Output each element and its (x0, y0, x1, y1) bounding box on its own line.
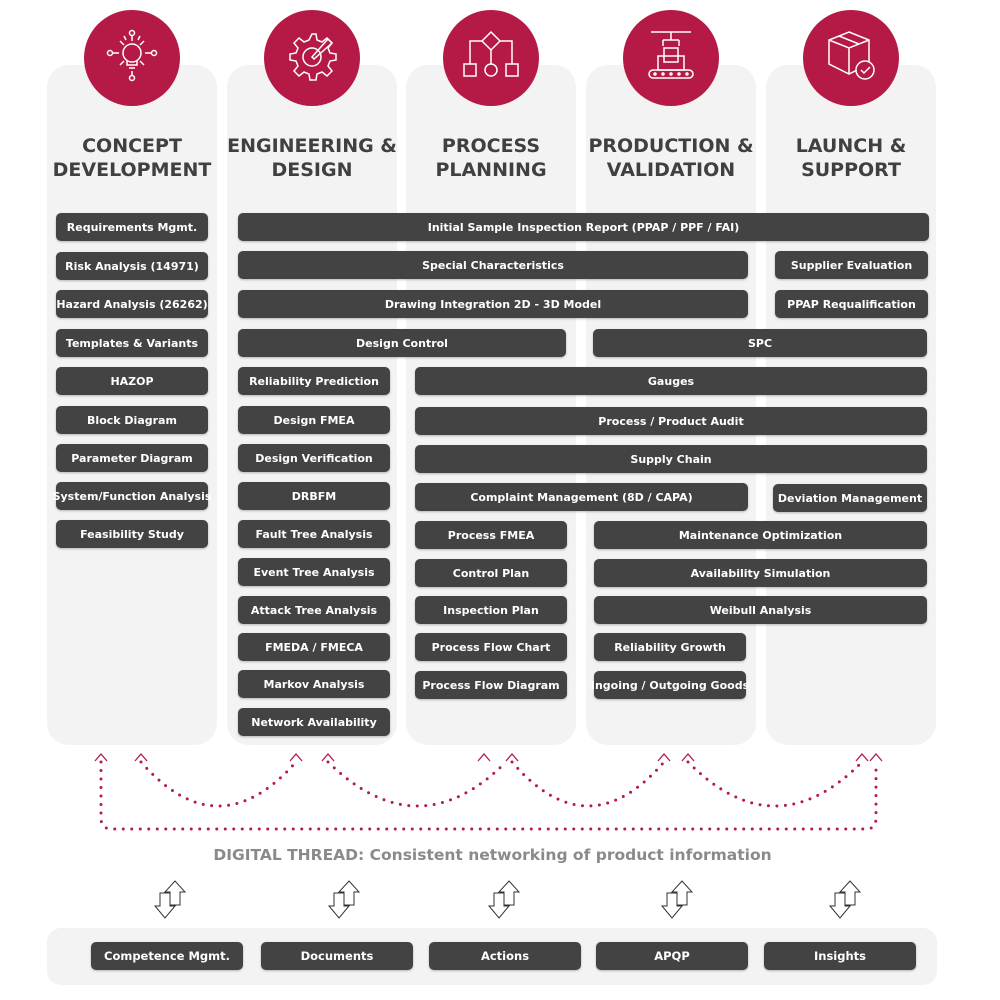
phase-panel (586, 65, 756, 745)
sync-arrows-icon (327, 880, 361, 919)
method-box[interactable]: FMEDA / FMECA (238, 633, 390, 661)
arrow-head-icon (134, 753, 148, 762)
method-box[interactable]: Inspection Plan (415, 596, 567, 624)
phase-title-line: LAUNCH & (795, 135, 907, 157)
method-box[interactable]: Complaint Management (8D / CAPA) (415, 483, 748, 511)
arrow-head-icon (477, 753, 491, 762)
method-box[interactable]: Reliability Growth (594, 633, 746, 661)
method-box[interactable]: Supplier Evaluation (775, 251, 928, 279)
phase-title: ENGINEERING &DESIGN (217, 134, 407, 182)
method-box[interactable]: Network Availability (238, 708, 390, 736)
phase-title-line: PLANNING (435, 159, 547, 181)
method-box[interactable]: Templates & Variants (56, 329, 208, 357)
method-box[interactable]: Risk Analysis (14971) (56, 252, 208, 280)
phase-title-line: ENGINEERING & (227, 135, 397, 157)
method-box[interactable]: Drawing Integration 2D - 3D Model (238, 290, 748, 318)
method-box[interactable]: Design Verification (238, 444, 390, 472)
phase-panel (227, 65, 397, 745)
box-check-icon (821, 26, 881, 90)
method-box[interactable]: Gauges (415, 367, 927, 395)
method-box[interactable]: Deviation Management (773, 484, 927, 512)
method-box[interactable]: Requirements Mgmt. (56, 213, 208, 241)
method-box[interactable]: HAZOP (56, 367, 208, 395)
method-box[interactable]: Reliability Prediction (238, 367, 390, 395)
method-box[interactable]: PPAP Requalification (775, 290, 928, 318)
method-box[interactable]: Maintenance Optimization (594, 521, 927, 549)
thread-arc-4 (686, 760, 864, 808)
method-box[interactable]: Availability Simulation (594, 559, 927, 587)
method-box[interactable]: Special Characteristics (238, 251, 748, 279)
lightbulb-icon (102, 26, 162, 90)
method-box[interactable]: Block Diagram (56, 406, 208, 434)
method-box[interactable]: Supply Chain (415, 445, 927, 473)
phase-title-line: DEVELOPMENT (52, 159, 212, 181)
phase-title-line: DESIGN (271, 159, 353, 181)
method-box[interactable]: Design Control (238, 329, 566, 357)
sync-arrows-icon (487, 880, 521, 919)
method-box[interactable]: Fault Tree Analysis (238, 520, 390, 548)
flowchart-icon (461, 26, 521, 90)
outer-thread-line (99, 760, 878, 831)
arrow-head-icon (869, 753, 883, 762)
sync-arrows-icon (153, 880, 187, 919)
thread-arc-3 (510, 760, 666, 808)
method-box[interactable]: Design FMEA (238, 406, 390, 434)
phase-panel (47, 65, 217, 745)
method-box[interactable]: Process / Product Audit (415, 407, 927, 435)
method-box[interactable]: Attack Tree Analysis (238, 596, 390, 624)
foundation-button[interactable]: Insights (764, 942, 916, 970)
method-box[interactable]: System/Function Analysis (53, 482, 211, 510)
arrow-head-icon (855, 753, 869, 762)
phase-panel (406, 65, 576, 745)
phase-title-line: VALIDATION (606, 159, 736, 181)
phase-icon-circle (803, 10, 899, 106)
thread-arc-2 (326, 760, 508, 808)
method-box[interactable]: Weibull Analysis (594, 596, 927, 624)
method-box[interactable]: Event Tree Analysis (238, 558, 390, 586)
foundation-button[interactable]: Competence Mgmt. (91, 942, 243, 970)
phase-title-line: SUPPORT (801, 159, 901, 181)
phase-icon-circle (443, 10, 539, 106)
arrow-head-icon (681, 753, 695, 762)
phase-title-line: CONCEPT (82, 135, 182, 157)
sync-arrows-icon (660, 880, 694, 919)
method-box[interactable]: Hazard Analysis (26262) (56, 290, 208, 318)
phase-title: PRODUCTION &VALIDATION (576, 134, 766, 182)
phase-icon-circle (84, 10, 180, 106)
conveyor-icon (641, 26, 701, 90)
gear-pencil-icon (282, 26, 342, 90)
method-box[interactable]: Feasibility Study (56, 520, 208, 548)
foundation-button[interactable]: Actions (429, 942, 581, 970)
method-box[interactable]: Parameter Diagram (56, 444, 208, 472)
foundation-button[interactable]: Documents (261, 942, 413, 970)
phase-panel (766, 65, 936, 745)
arrow-head-icon (94, 753, 108, 762)
thread-arc-1 (139, 760, 298, 808)
method-box[interactable]: Process Flow Chart (415, 633, 567, 661)
foundation-button[interactable]: APQP (596, 942, 748, 970)
method-box[interactable]: Process FMEA (415, 521, 567, 549)
digital-thread-title: DIGITAL THREAD: Consistent networking of… (213, 846, 772, 864)
phase-title: LAUNCH &SUPPORT (756, 134, 946, 182)
phase-icon-circle (623, 10, 719, 106)
sync-arrows-icon (828, 880, 862, 919)
method-box[interactable]: DRBFM (238, 482, 390, 510)
phase-icon-circle (264, 10, 360, 106)
method-box[interactable]: SPC (593, 329, 927, 357)
phase-title-line: PRODUCTION & (588, 135, 754, 157)
arrow-head-icon (505, 753, 519, 762)
method-box[interactable]: Markov Analysis (238, 670, 390, 698)
arrow-head-icon (321, 753, 335, 762)
method-box[interactable]: Process Flow Diagram (415, 671, 567, 699)
arrow-head-icon (289, 753, 303, 762)
method-box[interactable]: Initial Sample Inspection Report (PPAP /… (238, 213, 929, 241)
method-box[interactable]: Ingoing / Outgoing Goods (591, 671, 749, 699)
arrow-head-icon (657, 753, 671, 762)
method-box[interactable]: Control Plan (415, 559, 567, 587)
phase-title-line: PROCESS (441, 135, 541, 157)
